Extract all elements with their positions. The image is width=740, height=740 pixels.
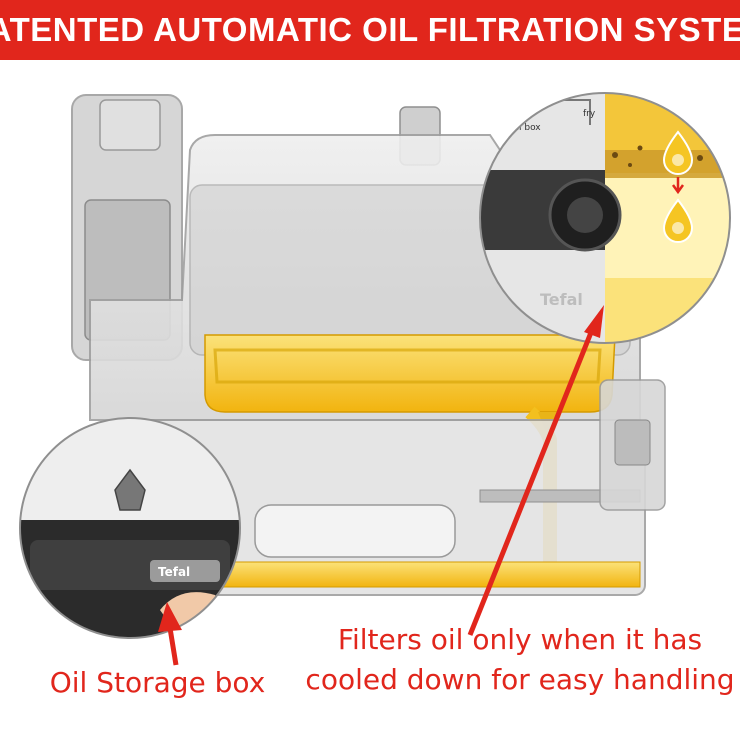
bottom-brand-logo: Tefal [158, 565, 190, 579]
filter-arrow-head [584, 305, 604, 338]
filtration-detail-inset: oil box fry Tefal [479, 92, 731, 344]
oil-box-label: oil box [511, 123, 541, 133]
title-banner: PATENTED AUTOMATIC OIL FILTRATION SYSTEM [0, 0, 740, 60]
filters-caption: Filters oil only when it has cooled down… [305, 623, 735, 696]
frying-oil [204, 334, 616, 413]
fry-label: fry [583, 109, 596, 119]
storage-arrow [167, 627, 179, 666]
banner-title: PATENTED AUTOMATIC OIL FILTRATION SYSTEM [0, 11, 740, 48]
filter-arrow [467, 329, 595, 636]
right-mechanism [599, 379, 666, 511]
fryer-illustration: oil box fry Tefal Tefal [19, 92, 731, 666]
storage-caption: Oil Storage box [49, 666, 266, 699]
storage-box-inset: Tefal [19, 417, 241, 639]
top-brand-logo: Tefal [540, 290, 583, 309]
oil-drop-clean-icon [662, 198, 694, 243]
down-arrow-icon [671, 177, 685, 195]
storage-drawer [104, 419, 646, 596]
oil-drop-hot-icon [662, 130, 694, 175]
storage-arrow-head [158, 602, 182, 632]
